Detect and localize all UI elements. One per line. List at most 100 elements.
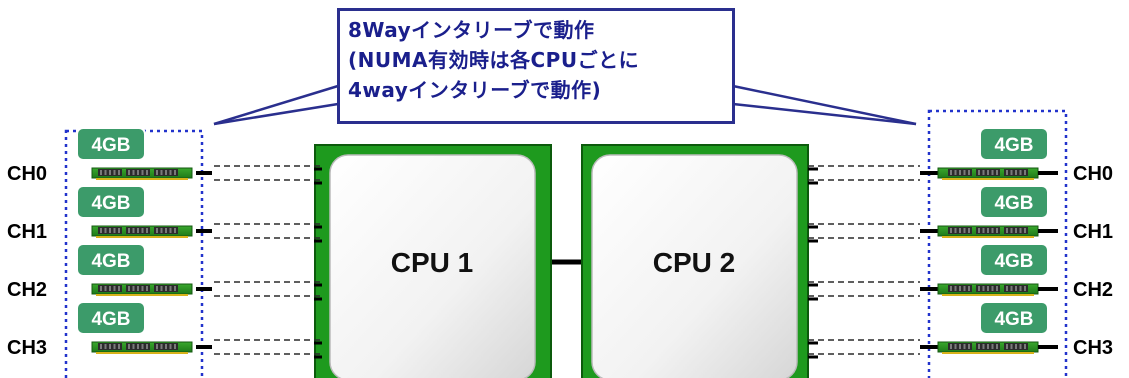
right-dimm-group-outline bbox=[927, 109, 1068, 378]
right-dimm-1-chip-2-pin-2 bbox=[1015, 228, 1017, 233]
right-badge-bg-3 bbox=[979, 301, 1049, 335]
left-dimm-3-chip-1-pin-4 bbox=[146, 344, 148, 349]
right-dimm-3-chip-0-pin-0 bbox=[950, 344, 952, 349]
right-dimm-3-chip-1-pin-2 bbox=[987, 344, 989, 349]
right-badge-label-3: 4GB bbox=[994, 309, 1033, 330]
right-badge-bg-1 bbox=[979, 185, 1049, 219]
left-dimm-2-chip-0-pin-0 bbox=[100, 286, 102, 291]
left-dimm-2-chip-2-pin-2 bbox=[165, 286, 167, 291]
cpu-1-label: CPU 1 bbox=[391, 247, 473, 278]
left-dimm-2-chip-1-pin-2 bbox=[137, 286, 139, 291]
right-dimm-contacts-0 bbox=[942, 178, 1034, 180]
right-dimm-1-chip-2-pin-4 bbox=[1024, 228, 1026, 233]
right-dimm-2-chip-1-pin-1 bbox=[982, 286, 985, 291]
right-dimm-2-chip-2-pin-1 bbox=[1010, 286, 1013, 291]
left-dimm-3-chip-2-pin-0 bbox=[156, 344, 158, 349]
right-dimm-2-chip-0-pin-4 bbox=[968, 286, 970, 291]
right-badge-bg-0 bbox=[979, 127, 1049, 161]
left-badge-bg-1 bbox=[76, 185, 146, 219]
right-dimm-1 bbox=[937, 225, 1039, 238]
right-channel-label-1: CH1 bbox=[1073, 221, 1113, 243]
right-dimm-0-chip-0-pin-2 bbox=[959, 170, 961, 175]
right-dimm-3-chip-1-pin-3 bbox=[991, 344, 994, 349]
left-dimm-2-chip-2-pin-3 bbox=[169, 286, 172, 291]
left-dimm-3-chip-0-pin-0 bbox=[100, 344, 102, 349]
left-dimm-2-chip-1-pin-1 bbox=[132, 286, 135, 291]
right-dimm-1-chip-2-pin-1 bbox=[1010, 228, 1013, 233]
right-dimm-3-chip-1-pin-1 bbox=[982, 344, 985, 349]
left-dimm-2-chip-0-pin-3 bbox=[113, 286, 116, 291]
left-dimm-1 bbox=[91, 225, 193, 238]
right-dimm-0-chip-2-pin-4 bbox=[1024, 170, 1026, 175]
cpu-2-package: CPU 2 bbox=[581, 144, 809, 378]
right-capacity-badge-1: 4GB bbox=[979, 185, 1049, 219]
right-dimm-1-chip-1-pin-4 bbox=[996, 228, 998, 233]
left-dimm-0-chip-0-pin-1 bbox=[104, 170, 107, 175]
left-dimm-1-chip-0-pin-3 bbox=[113, 228, 116, 233]
left-dimm-1-chip-0-pin-4 bbox=[118, 228, 120, 233]
right-dimm-3-chip-0-pin-4 bbox=[968, 344, 970, 349]
left-channel-label-1: CH1 bbox=[7, 221, 47, 243]
left-dimm-1-chip-0-pin-1 bbox=[104, 228, 107, 233]
right-dimm-1-chip-2-pin-3 bbox=[1019, 228, 1022, 233]
right-dimm-0-chip-1-pin-4 bbox=[996, 170, 998, 175]
right-dimm-1-chip-0-pin-2 bbox=[959, 228, 961, 233]
right-dimm-3-chip-2-pin-3 bbox=[1019, 344, 1022, 349]
left-dimm-1-chip-2-pin-0 bbox=[156, 228, 158, 233]
right-dimm-1-chip-0-pin-1 bbox=[954, 228, 957, 233]
left-dimm-1-chip-2-pin-2 bbox=[165, 228, 167, 233]
right-channel-label-0: CH0 bbox=[1073, 163, 1113, 185]
left-dimm-1-chip-1-pin-2 bbox=[137, 228, 139, 233]
right-bus-3 bbox=[808, 339, 920, 355]
callout-pointer-right-1 bbox=[732, 84, 917, 126]
right-dimm-0-chip-0-pin-1 bbox=[954, 170, 957, 175]
left-dimm-1-chip-2-pin-3 bbox=[169, 228, 172, 233]
right-channel-label-2: CH2 bbox=[1073, 279, 1113, 301]
left-badge-label-2: 4GB bbox=[91, 251, 130, 272]
right-dimm-contacts-1 bbox=[942, 236, 1034, 238]
right-dimm-0-chip-0-pin-3 bbox=[963, 170, 966, 175]
left-dimm-0-chip-0-pin-3 bbox=[113, 170, 116, 175]
right-dimm-3-chip-2-pin-4 bbox=[1024, 344, 1026, 349]
right-dimm-2-chip-0-pin-0 bbox=[950, 286, 952, 291]
right-dimm-3-chip-2-pin-2 bbox=[1015, 344, 1017, 349]
right-dimm-3-chip-0-pin-2 bbox=[959, 344, 961, 349]
right-dimm-0-chip-0-pin-0 bbox=[950, 170, 952, 175]
left-dimm-3-chip-1-pin-0 bbox=[128, 344, 130, 349]
left-dimm-0-chip-1-pin-0 bbox=[128, 170, 130, 175]
left-dimm-2-chip-1-pin-0 bbox=[128, 286, 130, 291]
left-dimm-0 bbox=[91, 167, 193, 180]
right-dimm-0-chip-1-pin-0 bbox=[978, 170, 980, 175]
right-badge-label-1: 4GB bbox=[994, 193, 1033, 214]
right-channel-label-3: CH3 bbox=[1073, 337, 1113, 359]
left-dimm-1-chip-1-pin-4 bbox=[146, 228, 148, 233]
right-dimm-0-chip-2-pin-1 bbox=[1010, 170, 1013, 175]
left-dimm-0-chip-2-pin-0 bbox=[156, 170, 158, 175]
left-dimm-0-chip-0-pin-2 bbox=[109, 170, 111, 175]
right-dimm-1-chip-0-pin-3 bbox=[963, 228, 966, 233]
right-bus-2 bbox=[808, 281, 920, 297]
left-dimm-1-chip-1-pin-3 bbox=[141, 228, 144, 233]
left-bus-3 bbox=[214, 339, 322, 355]
left-bus-1 bbox=[214, 223, 322, 239]
left-badge-bg-2 bbox=[76, 243, 146, 277]
left-bus-0 bbox=[214, 165, 322, 181]
right-bus-1 bbox=[808, 223, 920, 239]
left-dimm-3-chip-0-pin-3 bbox=[113, 344, 116, 349]
right-dimm-2 bbox=[937, 283, 1039, 296]
right-dimm-3-chip-1-pin-0 bbox=[978, 344, 980, 349]
left-dimm-1-chip-2-pin-1 bbox=[160, 228, 163, 233]
right-capacity-badge-2: 4GB bbox=[979, 243, 1049, 277]
left-dimm-0-chip-1-pin-3 bbox=[141, 170, 144, 175]
callout-pointer-left-2 bbox=[213, 102, 339, 126]
left-dimm-3-chip-1-pin-2 bbox=[137, 344, 139, 349]
callout-line-1: 8Wayインタリーブで動作 bbox=[348, 18, 595, 42]
left-dimm-1-chip-0-pin-2 bbox=[109, 228, 111, 233]
right-dimm-contacts-3 bbox=[942, 352, 1034, 354]
left-dimm-0-chip-2-pin-3 bbox=[169, 170, 172, 175]
left-bus-2 bbox=[214, 281, 322, 297]
callout-pointer-right-2 bbox=[732, 102, 917, 126]
left-dimm-2-chip-0-pin-1 bbox=[104, 286, 107, 291]
left-dimm-3-chip-1-pin-1 bbox=[132, 344, 135, 349]
callout-line-3: 4wayインタリーブで動作) bbox=[348, 78, 602, 102]
